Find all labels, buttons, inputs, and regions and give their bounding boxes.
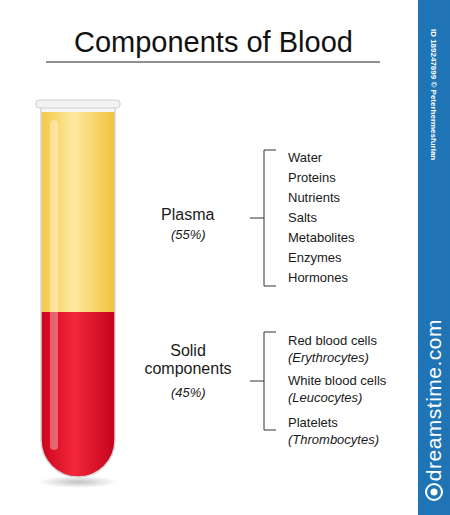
component-latin-name: (Erythrocytes): [288, 351, 369, 366]
component-item: Platelets: [288, 416, 338, 431]
component-item: Enzymes: [288, 251, 341, 266]
component-item: Hormones: [288, 271, 348, 286]
watermark-logo: [426, 484, 442, 500]
watermark-site: dreamstime.com: [422, 319, 446, 481]
component-latin-name: (Thrombocytes): [288, 433, 379, 448]
component-item: Metabolites: [288, 231, 354, 246]
tube-rim: [36, 100, 120, 108]
diagram-title: Components of Blood: [74, 26, 353, 59]
plasma-bracket: [250, 150, 276, 286]
component-item: Red blood cells: [288, 334, 377, 349]
title-underline: [46, 61, 380, 62]
component-item: Nutrients: [288, 191, 340, 206]
component-item: Salts: [288, 211, 317, 226]
test-tube: [41, 106, 115, 477]
group-heading: Solid components: [132, 342, 244, 379]
percentage: (45%): [171, 386, 206, 401]
glass-highlight: [50, 120, 58, 450]
component-item: Proteins: [288, 171, 336, 186]
component-item: White blood cells: [288, 374, 386, 389]
solid-bracket: [250, 332, 276, 430]
component-item: Water: [288, 151, 322, 166]
watermark-id: ID 189247899 © Peterhermesfurian: [429, 29, 438, 160]
watermark-bar: [418, 0, 450, 515]
percentage: (55%): [171, 228, 206, 243]
tube-shadow: [38, 476, 118, 488]
component-latin-name: (Leucocytes): [288, 391, 362, 406]
group-heading: Plasma: [161, 206, 214, 224]
